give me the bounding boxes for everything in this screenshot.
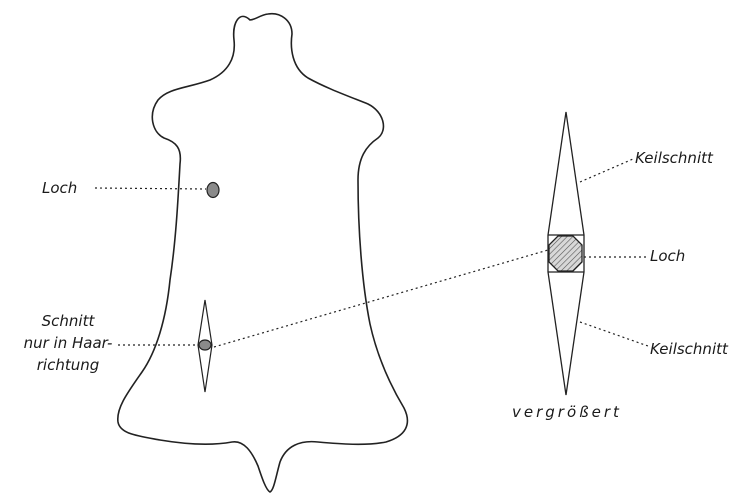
leader-keil-top [580,159,633,182]
label-loch-left: Loch [42,181,77,196]
label-schnitt: Schnitt nur in Haar- richtung [14,310,122,376]
label-schnitt-line-3: richtung [14,354,122,376]
leader-loch-left [95,188,206,189]
leader-enlargement [214,250,548,347]
label-schnitt-line-2: nur in Haar- [14,332,122,354]
label-schnitt-line-1: Schnitt [14,310,122,332]
enlarged-hole [549,236,582,271]
label-vergroessert: vergrößert [512,405,622,420]
hide-outline [118,14,408,492]
hole-upper [207,183,219,198]
label-keilschnitt-bottom: Keilschnitt [650,342,728,357]
hole-lower [199,340,211,350]
leader-keil-bottom [580,322,648,346]
label-loch-right: Loch [650,249,685,264]
label-keilschnitt-top: Keilschnitt [635,151,713,166]
